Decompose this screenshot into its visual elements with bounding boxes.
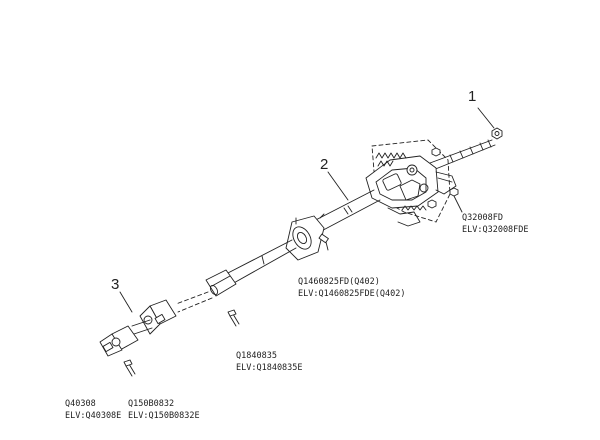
part-number: Q1840835 [236,351,277,361]
shaft-yoke-sleeve [205,269,237,297]
label-column-bolt: Q1460825FD(Q402) ELV:Q1460825FDE(Q402) [298,276,405,300]
label-joint-bolt: Q150B0832 ELV:Q150B0832E [128,398,200,422]
upper-steering-shaft [429,139,496,171]
top-nut [491,127,503,140]
universal-joint [99,299,177,357]
exploded-shaft-line [175,291,209,305]
spring-lower [401,205,427,211]
callout-leaders [119,107,495,313]
label-nut: Q32008FD ELV:Q32008FDE [462,212,529,236]
part-number: Q40308 [65,399,96,409]
label-shaft-bolt: Q1840835 ELV:Q1840835E [236,350,303,374]
part-elv: ELV:Q40308E [65,411,122,421]
spring-upper [375,152,407,167]
label-joint-nut: Q40308 ELV:Q40308E [65,398,121,422]
shaft-bolt [227,309,240,327]
leader-item-2 [327,171,349,201]
leader-item-3 [119,291,133,313]
part-number: Q32008FD [462,213,503,223]
callout-3: 3 [111,276,120,293]
part-elv: ELV:Q1840835E [236,363,303,373]
lower-column-bracket [285,213,329,261]
part-elv: ELV:Q32008FDE [462,225,529,235]
upper-column-bracket [365,155,457,227]
part-number: Q150B0832 [128,399,175,409]
intermediate-shaft [225,239,297,285]
part-elv: ELV:Q1460825FDE(Q402) [298,289,406,299]
callout-2: 2 [320,156,329,173]
part-number: Q1460825FD(Q402) [298,277,380,287]
part-elv: ELV:Q150B0832E [128,411,200,421]
callout-1: 1 [468,88,477,105]
bracket-nuts [427,147,463,213]
joint-bolt [123,359,136,377]
leader-item-1 [477,107,495,129]
